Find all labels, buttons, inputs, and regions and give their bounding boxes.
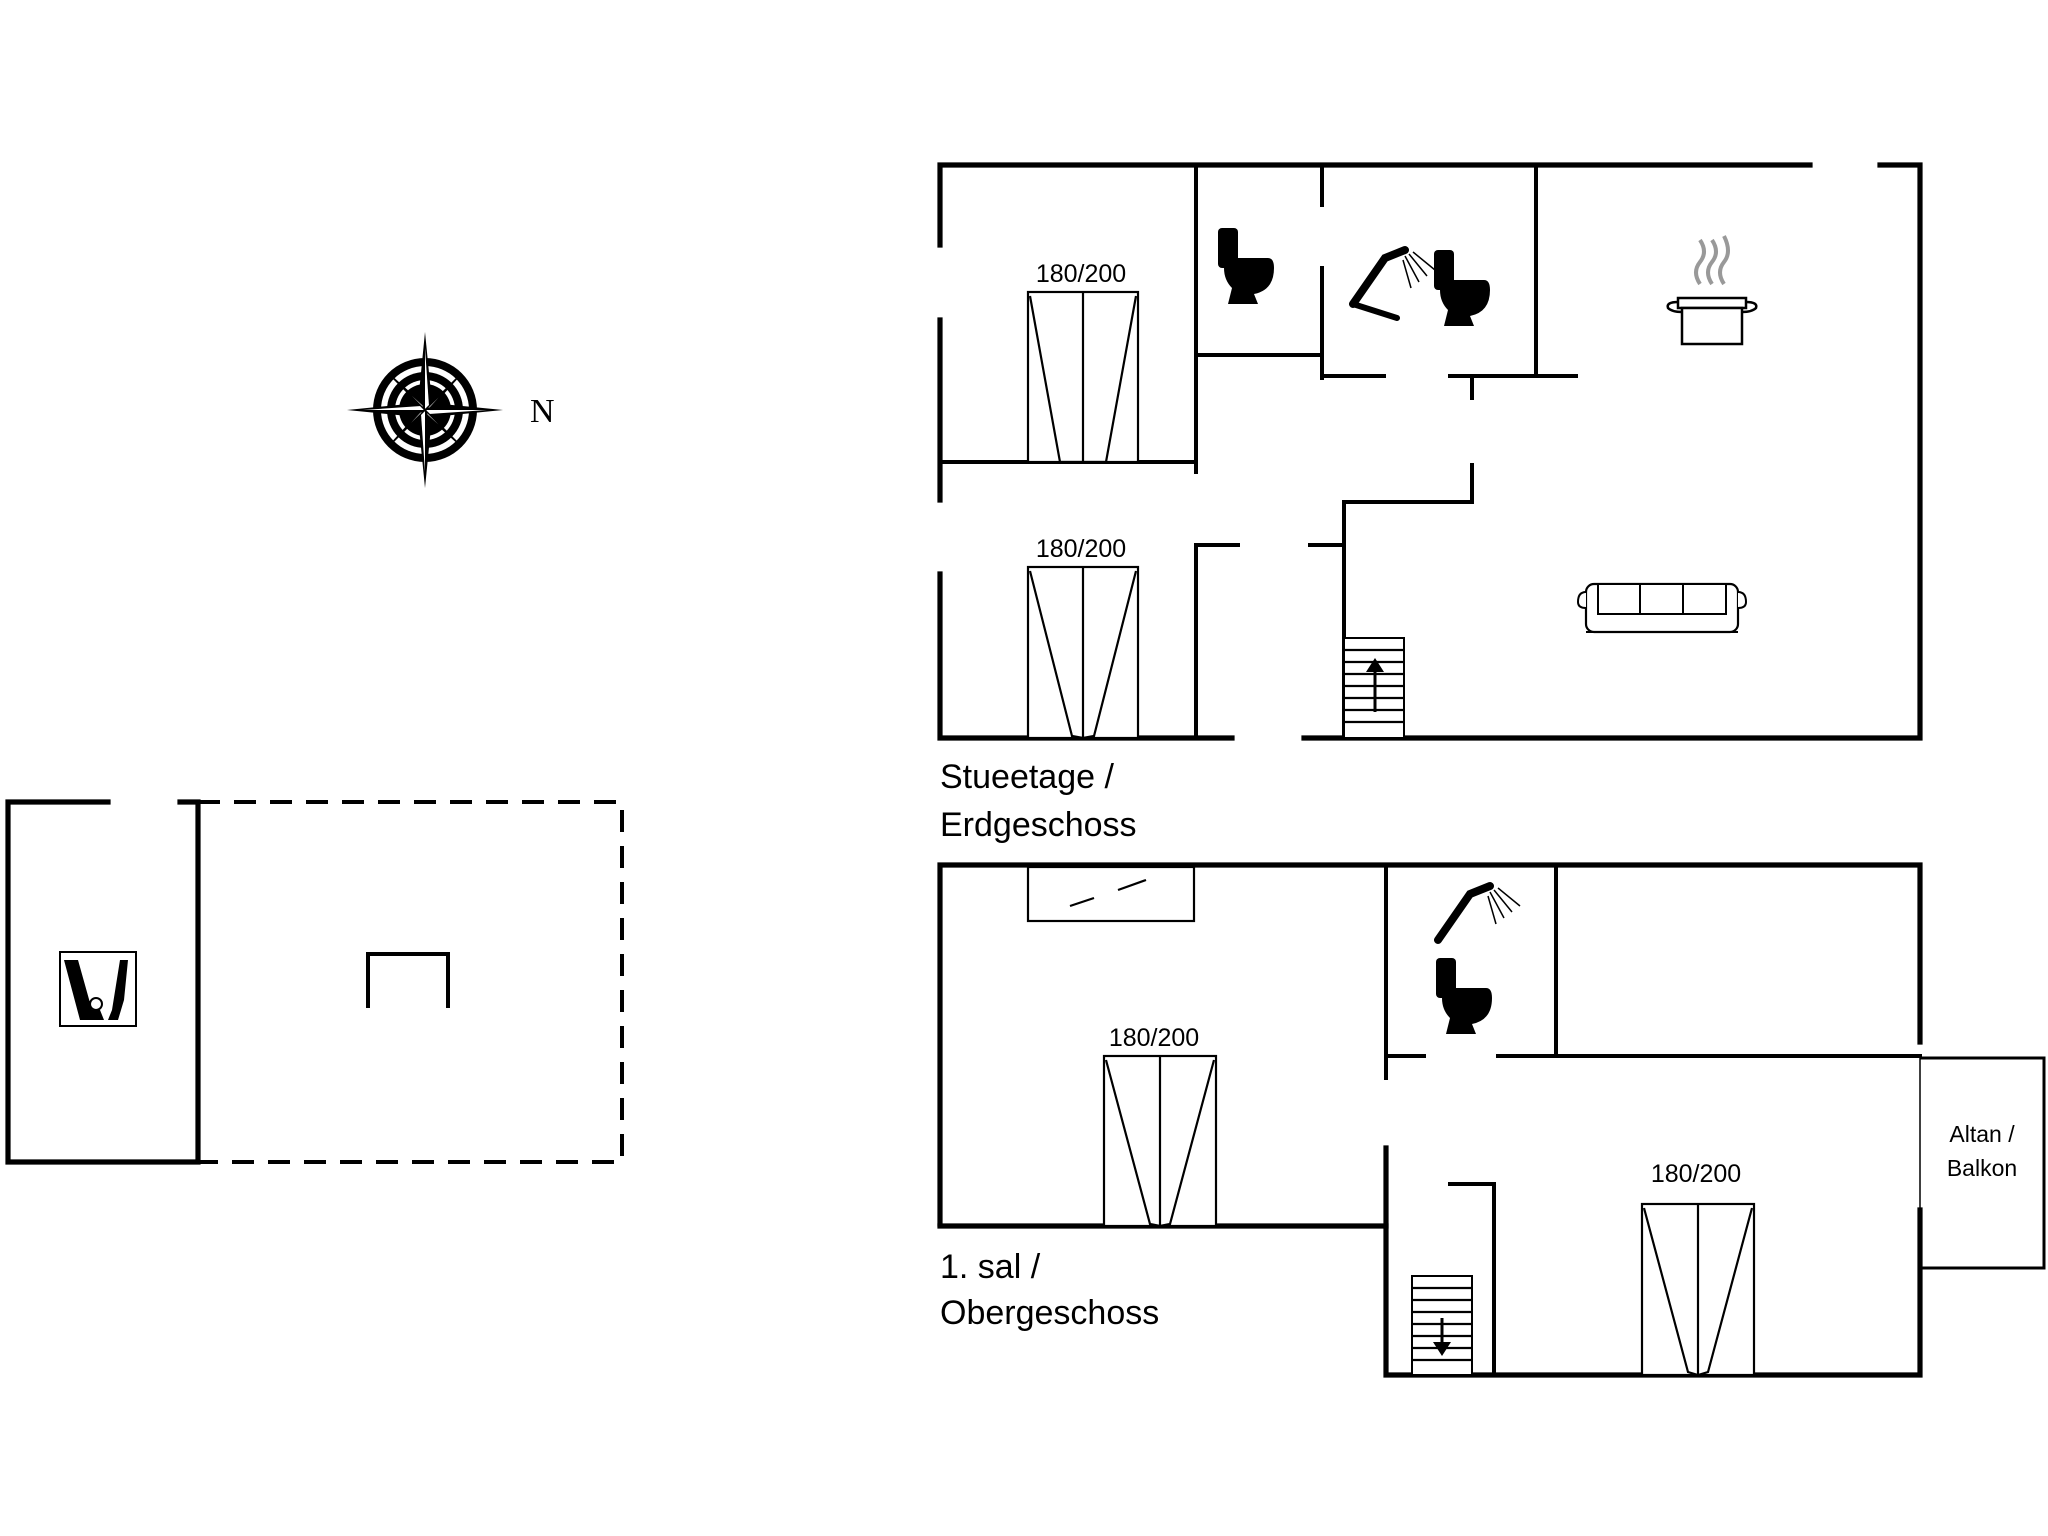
skylight	[1026, 865, 1196, 923]
balcony-label-line2: Balkon	[1947, 1155, 2017, 1181]
bed-size-label: 180/200	[1036, 260, 1126, 288]
north-label: N	[530, 393, 555, 430]
toilet-icon	[1218, 228, 1274, 304]
floor-name-line1: Stueetage /	[940, 758, 1114, 796]
toilet-icon	[1434, 250, 1490, 326]
outbuilding	[5, 799, 624, 1165]
stairs-down-icon	[1411, 1275, 1473, 1376]
fireplace-icon	[366, 952, 450, 1008]
upper-floor: Altan / Balkon 180/20	[937, 862, 2046, 1378]
washing-machine-icon	[59, 951, 137, 1027]
bed: 180/200	[1026, 535, 1140, 740]
floor-name-line2: Erdgeschoss	[940, 806, 1137, 844]
floor-name-line2: Obergeschoss	[940, 1294, 1159, 1332]
bed: 180/200	[1102, 1024, 1218, 1228]
shower-icon	[1434, 882, 1521, 944]
bed-size-label: 180/200	[1109, 1024, 1199, 1052]
balcony-label-line1: Altan /	[1949, 1121, 2015, 1147]
ground-floor: 180/200 180/200	[937, 162, 1923, 844]
shower-icon	[1349, 246, 1436, 321]
compass-rose-icon	[347, 332, 503, 488]
sofa-icon	[1576, 582, 1748, 634]
toilet-icon	[1436, 958, 1492, 1034]
bed: 180/200	[1026, 260, 1140, 464]
floor-name-line1: 1. sal /	[940, 1248, 1041, 1286]
bed-size-label: 180/200	[1651, 1160, 1741, 1188]
cooking-pot-icon	[1666, 235, 1758, 346]
bed-size-label: 180/200	[1036, 535, 1126, 563]
stairs-up-icon	[1343, 637, 1405, 739]
bed: 180/200	[1640, 1160, 1756, 1377]
